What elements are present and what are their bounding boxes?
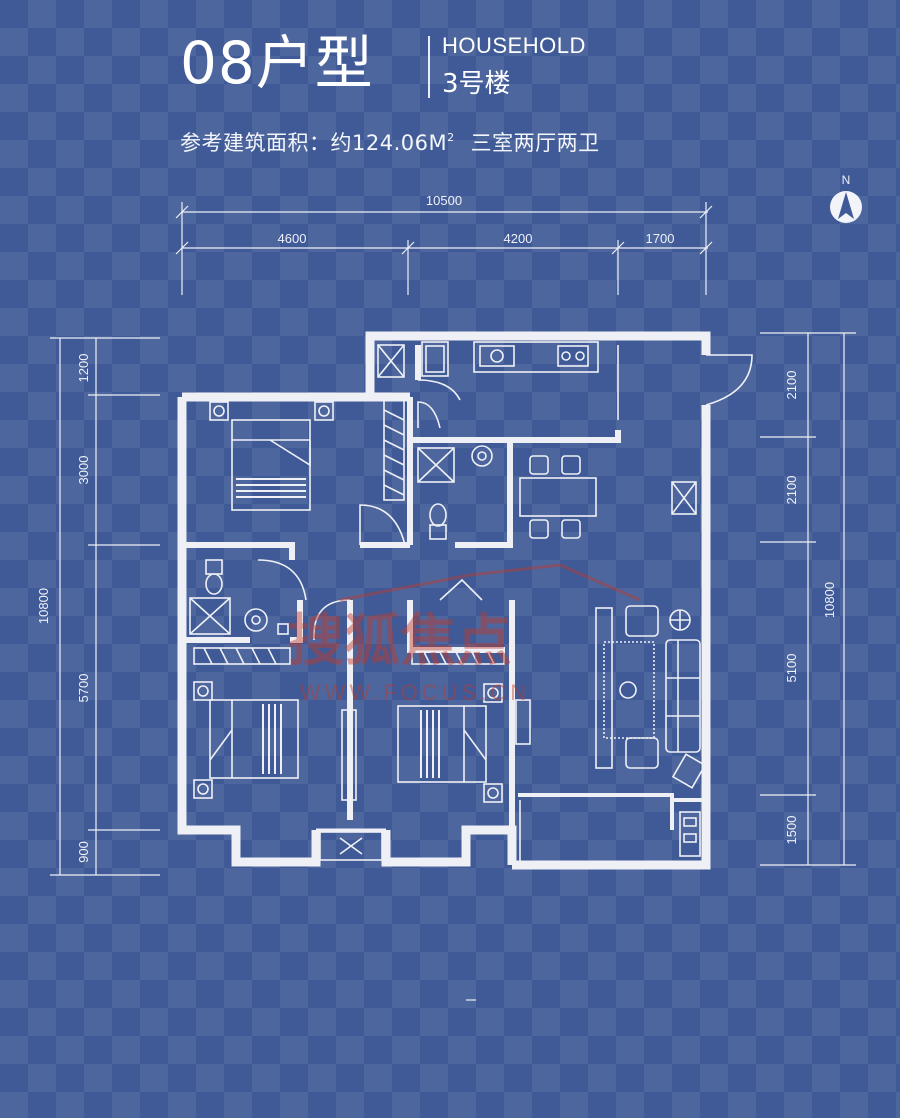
bed-icon [193,681,299,799]
dim-right-4: 1500 [784,816,799,845]
tv-cabinet-icon [595,607,613,769]
room-layout-text: 三室两厅两卫 [470,131,600,155]
rug-icon [603,641,655,739]
area-text: 参考建筑面积：约124.06M [180,131,448,155]
household-label: HOUSEHOLD [442,33,586,58]
top-dimension-lines: 10500 4600 4200 1700 [175,193,713,295]
toilet-icon [429,503,447,540]
watermark-brand: 搜狐焦点 [288,609,512,674]
toilet-icon [205,559,223,595]
window-icon [319,709,383,861]
door-swing-icon [257,559,351,641]
shower-icon [417,447,455,483]
wardrobe-icon [383,399,405,501]
dim-left-total: 10800 [36,588,51,624]
shaft-icon [377,344,405,378]
dim-left-1: 1200 [76,354,91,383]
left-dimension-lines: 10800 1200 3000 5700 900 [36,337,160,876]
page-header: 08户型 HOUSEHOLD 3号楼 [180,28,680,108]
balcony-appliance-icon [519,800,701,862]
kitchen-counter-icon [417,341,619,420]
sofa-icon [625,605,707,789]
wardrobe-icon [193,647,291,665]
title-divider [428,36,430,98]
area-subtitle: 参考建筑面积：约124.06M2 三室两厅两卫 [180,124,600,157]
right-dimension-lines: 2100 2100 5100 1500 10800 [760,332,856,866]
shower-icon [189,597,231,635]
dim-left-2: 3000 [76,456,91,485]
unit-type-title: 08户型 [180,29,374,97]
entry-door-icon [705,354,753,406]
building-label: 3号楼 [442,69,511,99]
door-swing-icon [439,578,531,745]
compass-label: N [842,173,851,187]
interior-walls [182,345,706,830]
fridge-icon [421,341,449,377]
sink-icon [471,445,493,467]
watermark-url: WWW.FOCUS.CN [300,680,530,705]
door-swing-icon [417,401,441,429]
north-compass-icon: N [830,173,862,223]
dim-left-3: 5700 [76,674,91,703]
dim-right-3: 5100 [784,654,799,683]
dim-right-total: 10800 [822,582,837,618]
bed-icon [209,401,334,511]
dim-top-total: 10500 [426,193,462,208]
dim-top-1: 4600 [278,231,307,246]
dim-top-2: 4200 [504,231,533,246]
dining-table-icon [519,455,597,539]
dim-right-2: 2100 [784,476,799,505]
door-swing-icon [359,504,406,546]
exterior-walls [177,331,711,870]
dim-top-3: 1700 [646,231,675,246]
wardrobe-icon [411,647,505,665]
sink-icon [244,608,289,635]
area-unit-sup: 2 [447,131,455,144]
dim-right-1: 2100 [784,371,799,400]
bed-icon [397,683,503,803]
cabinet-icon [671,481,697,515]
watermark: 搜狐焦点 WWW.FOCUS.CN [288,563,641,705]
dim-left-4: 900 [76,841,91,863]
